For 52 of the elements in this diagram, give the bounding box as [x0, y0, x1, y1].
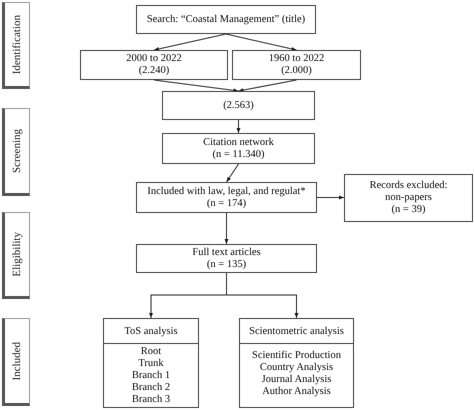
arrow: [238, 80, 297, 92]
box-text: (2.000): [281, 65, 312, 77]
list-item: Trunk: [138, 358, 164, 370]
list-item: Author Analysis: [262, 386, 331, 398]
box-text: Citation network: [203, 136, 274, 148]
box-heading: ToS analysis: [104, 319, 198, 344]
process-box: [162, 133, 315, 164]
arrow: [236, 120, 240, 134]
process-box: [136, 182, 317, 213]
process-box: [239, 318, 354, 408]
box-text: Full text articles: [192, 246, 261, 258]
box-text: (2.563): [223, 100, 254, 112]
box-heading: Scientometric analysis: [240, 319, 353, 344]
arrow: [226, 34, 297, 51]
phase-box: [2, 212, 30, 299]
list-item: Branch 3: [132, 394, 170, 406]
box-text: Included with law, legal, and regulat*: [147, 186, 306, 198]
process-box: [103, 318, 199, 408]
arrow: [226, 164, 239, 182]
list-item: Country Analysis: [260, 362, 334, 374]
phase-label: Included: [11, 342, 23, 380]
process-box: [80, 50, 228, 80]
box-text: non-papers: [385, 192, 432, 204]
phase-label: Identification: [11, 14, 23, 74]
process-box: [136, 5, 316, 34]
process-box: [162, 91, 315, 120]
box-text: (2.240): [138, 65, 170, 77]
phase-box: [2, 318, 30, 406]
list-item: Root: [140, 346, 162, 358]
arrow: [154, 34, 226, 51]
process-box: [136, 244, 317, 273]
phase-label: Eligibility: [11, 232, 23, 277]
box-text: (n = 11.340): [212, 148, 264, 160]
list-item: Branch 2: [132, 382, 170, 394]
list-item: Branch 1: [132, 370, 170, 382]
box-text: Records excluded:: [370, 180, 448, 192]
process-box: [344, 174, 473, 222]
process-box: [232, 50, 361, 80]
phase-box: [2, 108, 30, 196]
phase-box: [2, 2, 30, 89]
box-text: 2000 to 2022: [126, 53, 182, 65]
list-item: Journal Analysis: [262, 374, 332, 386]
box-text: 1960 to 2022: [268, 53, 324, 65]
arrow: [224, 212, 228, 244]
box-text: Search: “Coastal Management” (title): [146, 14, 306, 26]
box-text: (n = 174): [206, 198, 246, 210]
box-text: (n = 39): [392, 204, 426, 216]
phase-label: Screening: [11, 129, 23, 173]
arrow: [316, 196, 344, 200]
list-item: Scientific Production: [252, 350, 341, 362]
box-text: (n = 135): [206, 258, 246, 270]
arrow: [154, 80, 239, 92]
